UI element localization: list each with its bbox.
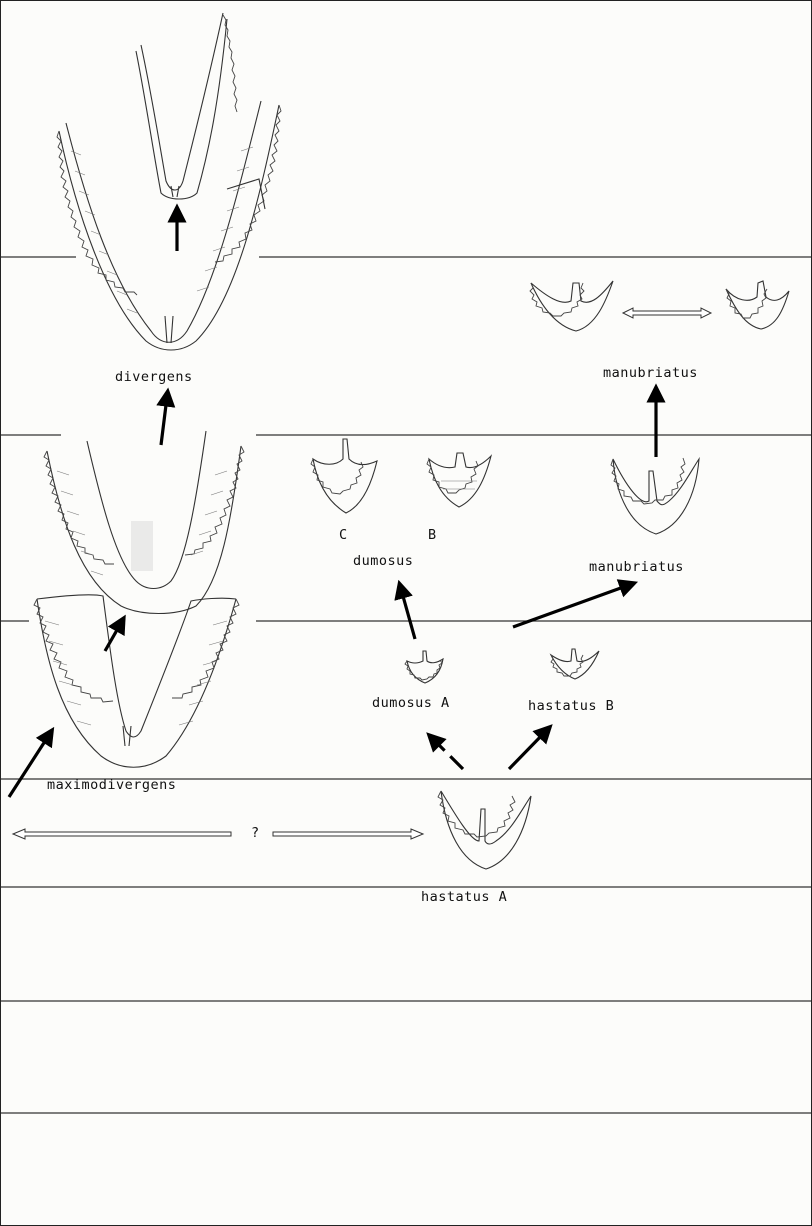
hastatus-a-specimen: [438, 791, 531, 869]
manubriatus-upper-specimens: [530, 281, 789, 331]
label-dumosus-a: dumosus A: [372, 695, 450, 711]
label-manubriatus-upper: manubriatus: [603, 365, 698, 381]
label-hastatus-a: hastatus A: [421, 889, 507, 905]
double-arrow-manubriatus: [623, 308, 711, 318]
hastatus-b-specimen: [551, 649, 599, 679]
dumosus-b-specimen: [427, 453, 491, 507]
arrow-to-divergens: [161, 397, 167, 445]
label-dumosus: dumosus: [353, 553, 413, 569]
dumosus-a-specimen: [405, 651, 443, 683]
maximodivergens-specimen: [34, 595, 239, 767]
arrow-to-dumosus-a: [433, 739, 463, 769]
label-question: ?: [251, 825, 260, 841]
double-arrow-question: [13, 829, 423, 839]
label-hastatus-b: hastatus B: [528, 698, 614, 714]
label-dumosus-b: B: [428, 527, 437, 543]
label-divergens: divergens: [115, 369, 193, 385]
horizon-lines: [1, 257, 812, 1113]
arrow-to-dumosus: [401, 589, 415, 639]
label-maximodivergens: maximodivergens: [47, 777, 176, 793]
arrow-to-hastatus-b: [509, 731, 546, 769]
label-manubriatus-lower: manubriatus: [589, 559, 684, 575]
arrow-to-maximodivergens: [9, 735, 49, 797]
label-dumosus-c: C: [339, 527, 348, 543]
divergens-lower-specimen: [44, 431, 244, 614]
divergens-upper-specimen: [136, 13, 237, 199]
divergens-specimen: [57, 101, 281, 350]
manubriatus-lower-specimen: [611, 458, 699, 534]
dumosus-c-specimen: [311, 439, 377, 513]
